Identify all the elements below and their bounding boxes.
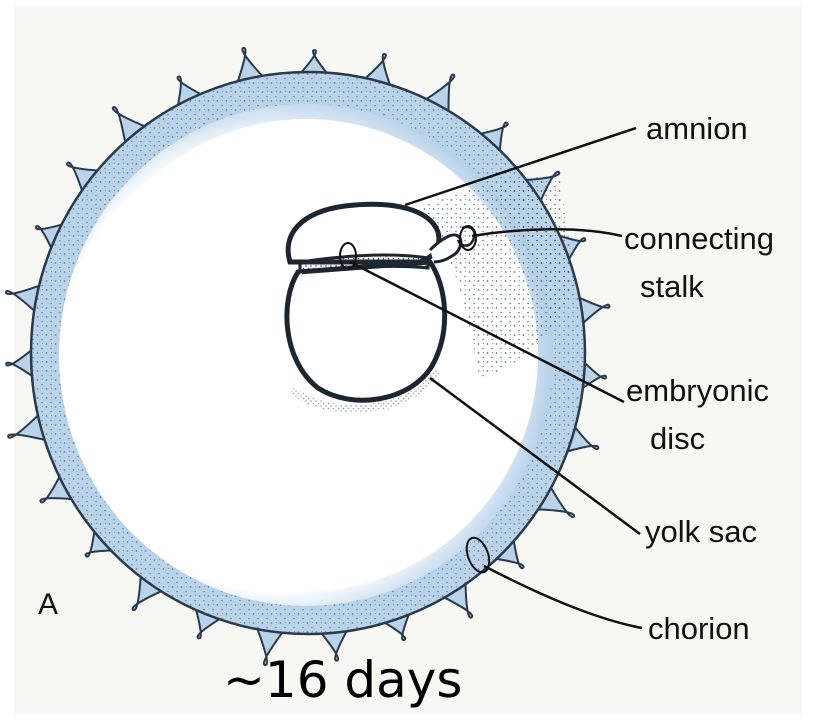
caption: ~16 days [223,652,462,708]
label-chorion: chorion [648,612,750,646]
panel-letter: A [38,588,58,622]
chorion-leader [484,566,642,628]
chorionic-villus [6,351,32,376]
label-embryonic: embryonic [626,374,769,408]
chorionic-villus [583,363,606,388]
label-yolk-sac: yolk sac [645,515,757,549]
chorionic-villus [302,50,327,73]
label-disc: disc [650,422,705,456]
label-connecting: connecting [624,222,774,256]
label-stalk: stalk [640,270,704,304]
label-amnion: amnion [646,112,748,146]
